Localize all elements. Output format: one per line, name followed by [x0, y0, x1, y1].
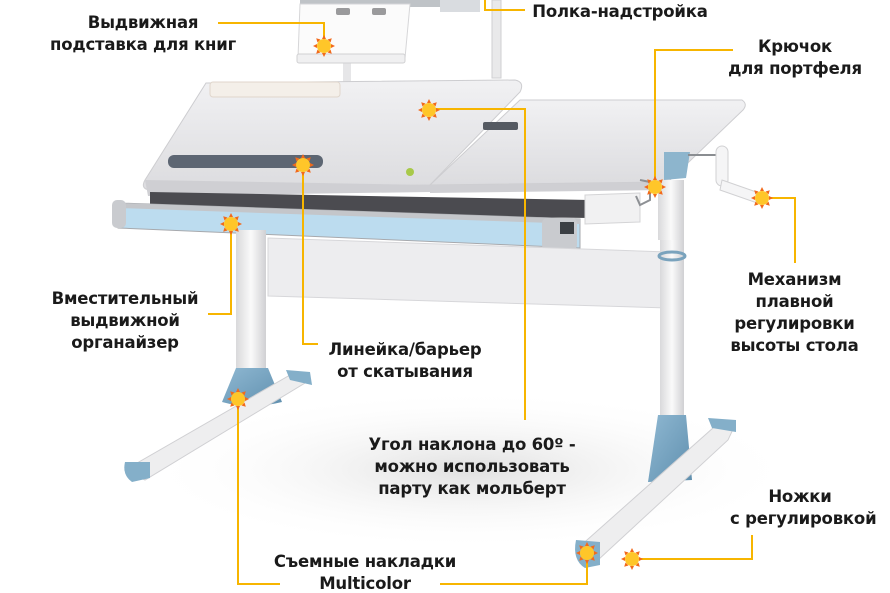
callout-line: Угол наклона до 60º -	[368, 435, 576, 454]
hotspot-bag-hook-icon[interactable]	[644, 176, 666, 198]
callout-line: плавной	[755, 292, 834, 311]
leader-tilt	[428, 108, 526, 420]
leader-mechanism	[762, 197, 796, 263]
callout-line: от скатывания	[337, 362, 473, 381]
callout-line: Ножки	[768, 487, 832, 506]
hotspot-tilt-icon[interactable]	[418, 99, 440, 121]
left-leg	[123, 230, 312, 482]
leader-ruler	[302, 165, 318, 345]
callout-line: с регулировкой	[730, 509, 877, 528]
callout-height-mechanism: Механизм плавной регулировки высоты стол…	[722, 269, 867, 357]
hotspot-book-stand-icon[interactable]	[313, 35, 335, 57]
callout-line: Полка-надстройка	[532, 2, 708, 21]
hotspot-feet-icon[interactable]	[621, 548, 643, 570]
callout-line: Линейка/барьер	[328, 340, 482, 359]
leader-covers	[237, 400, 280, 585]
leader-bag-hook	[654, 49, 733, 186]
crossbar	[267, 237, 669, 309]
hotspot-ruler-icon[interactable]	[292, 154, 314, 176]
leader-organizer	[208, 223, 232, 315]
callout-line: высоты стола	[730, 336, 859, 355]
callout-line: подставка для книг	[50, 35, 236, 54]
callout-line: парту как мольберт	[378, 479, 566, 498]
bag-hook	[635, 179, 651, 207]
organizer-drawer	[112, 192, 641, 250]
callout-book-stand: Выдвижная подставка для книг	[48, 12, 238, 56]
leader-feet	[632, 535, 753, 560]
hotspot-organizer-icon[interactable]	[220, 213, 242, 235]
callout-line: регулировки	[734, 314, 855, 333]
hotspot-covers-right-icon[interactable]	[576, 542, 598, 564]
leader-top-shelf	[484, 0, 525, 11]
leader-covers-right	[440, 555, 588, 585]
hotspot-mechanism-icon[interactable]	[751, 187, 773, 209]
callout-line: выдвижной	[70, 311, 180, 330]
callout-line: Вместительный	[51, 289, 199, 308]
callout-ruler-barrier: Линейка/барьер от скатывания	[325, 339, 485, 383]
callout-line: Съемные накладки	[273, 552, 457, 571]
right-leg	[575, 152, 736, 568]
callout-removable-covers: Съемные накладки Multicolor	[270, 551, 460, 593]
callout-line: для портфеля	[728, 59, 862, 78]
callout-organizer: Вместительный выдвижной органайзер	[40, 288, 210, 354]
callout-line: Механизм	[747, 270, 842, 289]
callout-top-shelf: Полка-надстройка	[530, 1, 710, 23]
callout-tilt-angle: Угол наклона до 60º - можно использовать…	[362, 434, 582, 500]
callout-bag-hook: Крючок для портфеля	[720, 36, 870, 80]
hotspot-covers-icon[interactable]	[227, 388, 249, 410]
callout-line: Multicolor	[319, 574, 411, 593]
callout-line: можно использовать	[374, 457, 570, 476]
callout-line: Крючок	[757, 37, 832, 56]
callout-adjustable-feet: Ножки с регулировкой	[730, 486, 877, 530]
callout-line: органайзер	[71, 333, 179, 352]
leader-lines	[208, 0, 796, 585]
callout-line: Выдвижная	[87, 13, 199, 32]
